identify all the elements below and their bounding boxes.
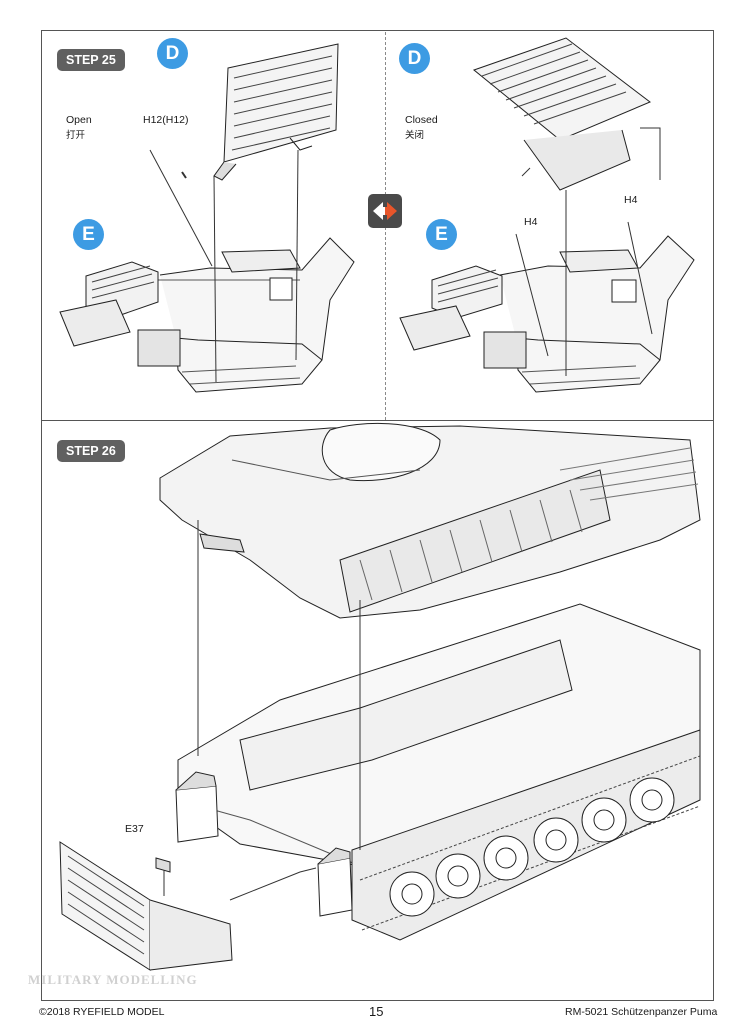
step25-right-grille bbox=[472, 37, 651, 191]
part-label-h4-right: H4 bbox=[624, 194, 638, 206]
part-callout-d-closed: D bbox=[399, 43, 430, 74]
part-callout-e-open: E bbox=[73, 219, 104, 250]
part-callout-d-open: D bbox=[157, 38, 188, 69]
step26-guides bbox=[163, 520, 361, 901]
step26-rear-grille bbox=[59, 841, 233, 971]
footer-copyright: ©2018 RYEFIELD MODEL bbox=[39, 1006, 165, 1018]
state-closed-label: Closed bbox=[405, 114, 438, 126]
page-frame bbox=[41, 30, 714, 1001]
footer-product: RM-5021 Schützenpanzer Puma bbox=[565, 1006, 718, 1018]
step25-right-guides bbox=[515, 127, 661, 376]
step-25-panel bbox=[41, 30, 714, 421]
part-label-h4-left: H4 bbox=[524, 216, 538, 228]
step25-right-part-e bbox=[399, 265, 527, 369]
state-closed-label-cn: 关闭 bbox=[405, 130, 425, 141]
step25-left-guides bbox=[149, 149, 299, 383]
step-25-badge: STEP 25 bbox=[57, 49, 125, 71]
step25-left-grille bbox=[213, 43, 339, 181]
step25-left-hull bbox=[152, 237, 355, 393]
step25-left-part-e bbox=[59, 261, 293, 367]
state-open-label-cn: 打开 bbox=[66, 130, 86, 141]
part-callout-e-closed: E bbox=[426, 219, 457, 250]
step26-upper-hull bbox=[159, 423, 701, 619]
state-open-label: Open bbox=[66, 114, 92, 126]
part-label-e37: E37 bbox=[125, 823, 144, 835]
swap-arrows-icon bbox=[368, 194, 402, 228]
step-26-badge: STEP 26 bbox=[57, 440, 125, 462]
watermark: MILITARY MODELLING bbox=[28, 972, 198, 987]
step26-lower-hull bbox=[175, 603, 701, 941]
footer-page-number: 15 bbox=[369, 1004, 384, 1019]
step25-right-hull bbox=[499, 235, 695, 393]
part-label-h12: H12(H12) bbox=[143, 114, 189, 126]
